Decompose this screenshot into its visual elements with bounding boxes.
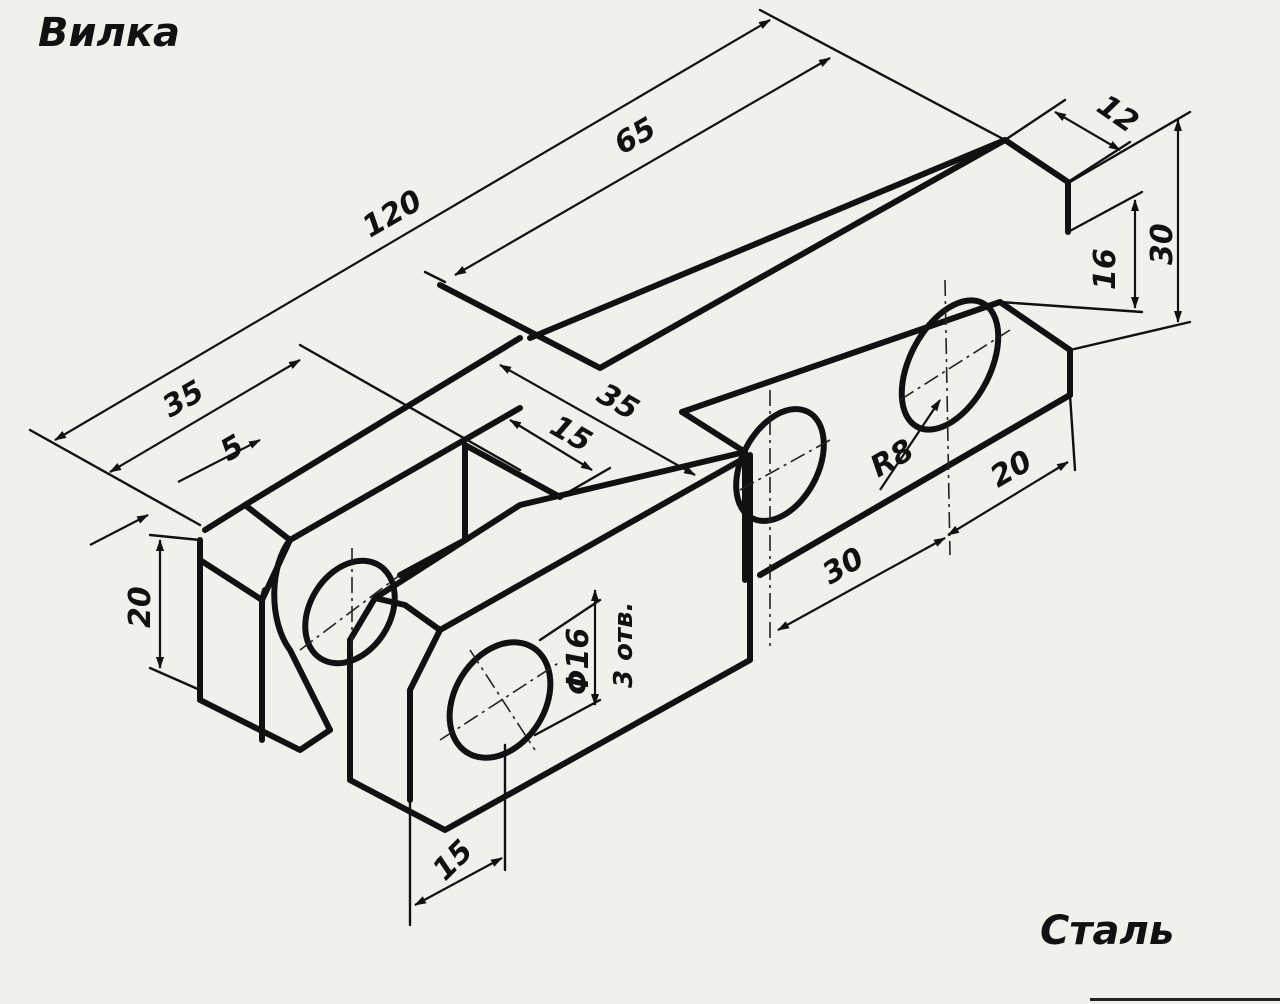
center-lines [299,279,1011,751]
dim-20-end-label: 20 [985,444,1039,495]
dim-65-line [454,57,831,276]
dim-r8-leader [879,399,941,491]
dim-5-line [177,439,261,483]
dim-phi16-label: Φ16 [561,628,596,695]
dim-120-label: 120 [357,183,429,245]
hole-left [302,557,398,667]
right-end-face [679,299,1073,578]
dim-120-line [54,19,771,441]
material-label: Сталь [1040,908,1175,954]
dimension-lines [28,8,1192,927]
front-prong [347,452,753,833]
dim-20-front-label: 20 [123,586,158,628]
rear-bar-slot-top [527,137,1008,341]
dim-35-left-line [109,359,301,473]
dim-16-label: 16 [1088,248,1123,290]
dim-35-slot-line [499,364,696,476]
dim-12-line [1054,111,1121,151]
dim-15-bottom-line [414,857,503,906]
part-outline [197,137,1073,833]
left-block-top [202,335,523,543]
left-prong-face [259,537,333,733]
dim-20-end-line [947,461,1069,536]
hole-count-label: 3 отв. [609,602,639,688]
hole-right [898,297,1002,433]
hole-front [446,639,554,761]
dimension-labels: 120 65 35 5 35 15 12 30 16 20 R8 20 30 1… [123,88,1180,888]
front-prong-top [372,449,748,601]
dim-12-label: 12 [1090,88,1144,141]
dim-15-bottom-label: 15 [426,833,480,887]
dim-30-vertical-label: 30 [1145,223,1180,265]
dim-30-bottom-line [777,537,946,631]
sheet-border-line [1090,998,1280,1001]
right-end-slot [679,409,748,455]
hole-middle [733,406,827,524]
dim-15-slot-line [509,419,593,471]
dim-65-label: 65 [609,111,663,162]
